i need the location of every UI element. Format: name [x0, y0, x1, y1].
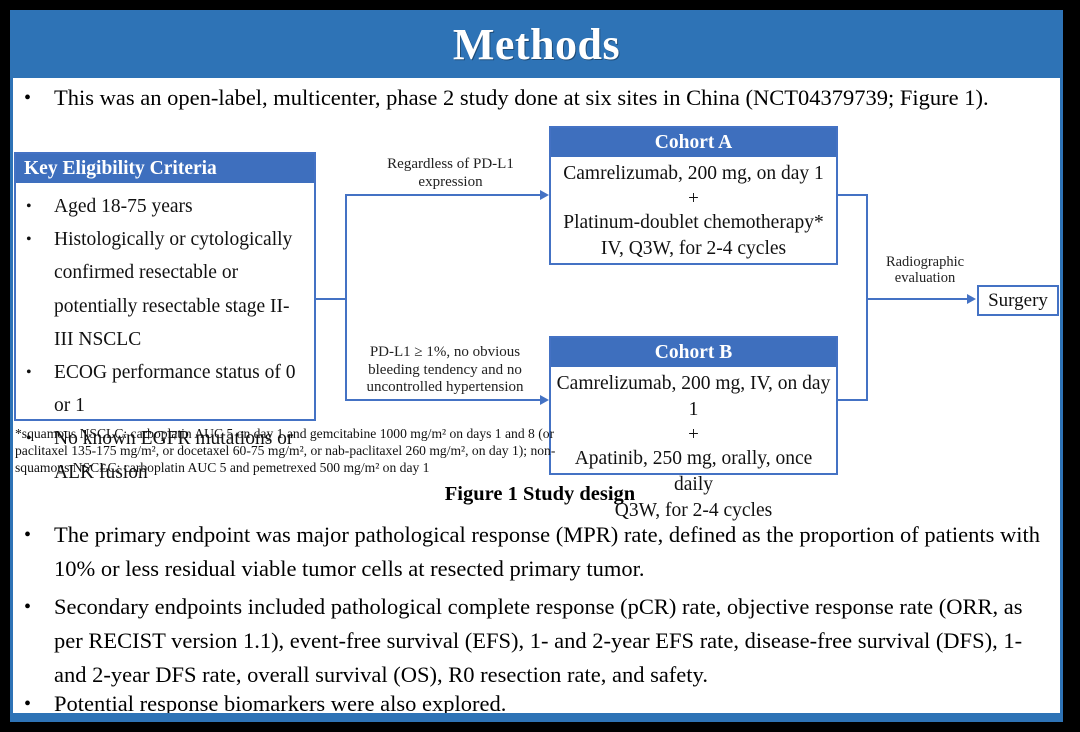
bullet-icon: •: [24, 693, 32, 715]
arrow-right-icon: [540, 395, 549, 405]
bottom-accent-bar: [10, 713, 1063, 722]
biomarkers-text: Potential response biomarkers were also …: [54, 691, 507, 716]
secondary-endpoint-bullet: • Secondary endpoints included pathologi…: [22, 590, 1048, 692]
arrow-right-icon: [967, 294, 976, 304]
eligibility-item: • ECOG performance status of 0 or 1: [22, 356, 308, 422]
eligibility-box-header: Key Eligibility Criteria: [16, 154, 314, 183]
cohort-a-line: Camrelizumab, 200 mg, on day 1: [563, 163, 824, 184]
connector-to-cohort-a: [345, 194, 541, 196]
connector-eligibility-out: [315, 298, 346, 300]
cohort-b-line: Q3W, for 2-4 cycles: [614, 500, 773, 521]
bullet-icon: •: [26, 198, 32, 215]
connector-to-surgery: [866, 298, 968, 300]
branch-bottom-label: PD-L1 ≥ 1%, no obvious bleeding tendency…: [366, 344, 524, 395]
eligibility-item-text: No known EGFR mutations or ALK fusion: [54, 428, 294, 483]
figure-caption: Figure 1 Study design: [444, 483, 636, 505]
connector-branch-vertical-right: [866, 194, 868, 401]
page-title: Methods: [452, 19, 621, 69]
bullet-icon: •: [26, 430, 32, 448]
connector-branch-vertical-left: [345, 194, 347, 401]
figure-footnote: *squamous NSCLC: carboplatin AUC 5 on da…: [15, 426, 556, 475]
cohort-a-line: IV, Q3W, for 2-4 cycles: [600, 238, 787, 259]
cohort-b-box: Cohort B Camrelizumab, 200 mg, IV, on da…: [549, 336, 838, 521]
eligibility-item-text: Aged 18-75 years: [54, 196, 193, 217]
eligibility-item: • No known EGFR mutations or ALK fusion: [22, 422, 308, 488]
cohort-a-box: Cohort A Camrelizumab, 200 mg, on day 1 …: [549, 126, 838, 265]
cohort-a-header: Cohort A: [551, 128, 836, 157]
bullet-icon: •: [24, 596, 32, 618]
intro-bullet-text: This was an open-label, multicenter, pha…: [54, 85, 989, 110]
cohort-b-line: Camrelizumab, 200 mg, IV, on day 1: [556, 373, 831, 420]
eligibility-box-body: • Aged 18-75 years • Histologically or c…: [16, 183, 314, 493]
cohort-b-line: Apatinib, 250 mg, orally, once daily: [574, 448, 813, 495]
eligibility-item-text: ECOG performance status of 0 or 1: [54, 362, 296, 417]
bullet-icon: •: [24, 87, 32, 109]
branch-top-label: Regardless of PD-L1 expression: [387, 156, 514, 190]
arrow-right-icon: [540, 190, 549, 200]
intro-bullet: • This was an open-label, multicenter, p…: [22, 81, 1052, 115]
eligibility-item: • Aged 18-75 years: [22, 190, 308, 223]
surgery-box: Surgery: [977, 285, 1059, 316]
surgery-label: Surgery: [988, 289, 1048, 311]
cohort-a-line: Platinum-doublet chemotherapy*: [563, 212, 824, 233]
bullet-icon: •: [26, 231, 32, 249]
primary-endpoint-text: The primary endpoint was major pathologi…: [54, 522, 1041, 581]
biomarkers-bullet: • Potential response biomarkers were als…: [22, 687, 1048, 721]
connector-cohort-b-out: [837, 399, 868, 401]
cohort-a-body: Camrelizumab, 200 mg, on day 1 + Platinu…: [551, 157, 836, 267]
cohort-b-header: Cohort B: [551, 338, 836, 367]
evaluation-label: Radiographic evaluation: [885, 254, 965, 286]
plus-sign: +: [688, 424, 699, 445]
eligibility-item-text: Histologically or cytologically confirme…: [54, 229, 293, 350]
cohort-b-body: Camrelizumab, 200 mg, IV, on day 1 + Apa…: [551, 367, 836, 529]
primary-endpoint-bullet: • The primary endpoint was major patholo…: [22, 518, 1048, 586]
connector-to-cohort-b: [345, 399, 541, 401]
secondary-endpoint-text: Secondary endpoints included pathologica…: [54, 594, 1023, 687]
connector-cohort-a-out: [837, 194, 868, 196]
bullet-icon: •: [26, 364, 32, 382]
slide-title-bar: Methods: [10, 10, 1063, 78]
eligibility-box: Key Eligibility Criteria • Aged 18-75 ye…: [14, 152, 316, 483]
eligibility-item: • Histologically or cytologically confir…: [22, 223, 308, 356]
plus-sign: +: [688, 188, 699, 209]
bullet-icon: •: [24, 524, 32, 546]
